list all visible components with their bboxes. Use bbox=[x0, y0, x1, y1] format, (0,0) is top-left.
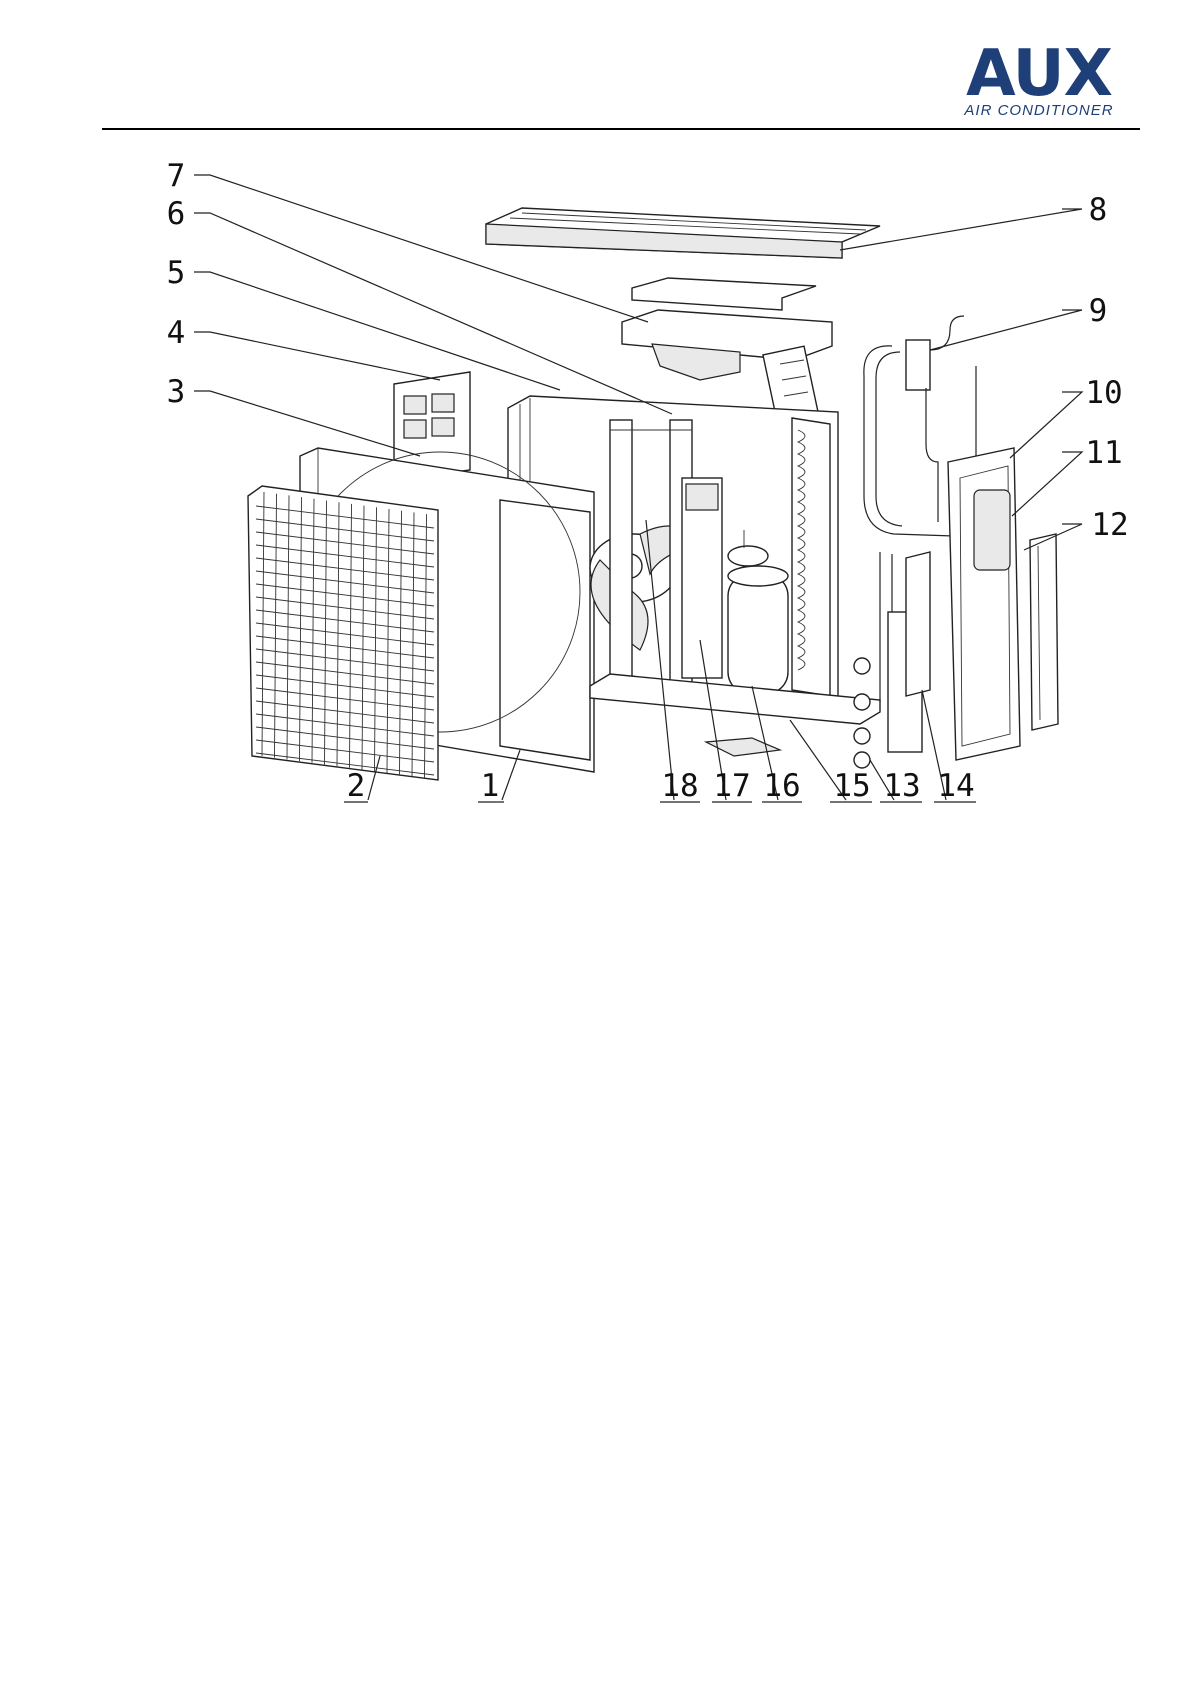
valve-plate-drawing bbox=[906, 552, 930, 696]
callout-2: 2 bbox=[347, 768, 366, 804]
right-side-panel-drawing bbox=[948, 448, 1020, 760]
callout-4: 4 bbox=[167, 315, 186, 351]
rear-grille-drawing bbox=[1030, 534, 1058, 730]
coil-drawing bbox=[792, 418, 830, 696]
callout-13: 13 bbox=[883, 768, 920, 804]
callout-1: 1 bbox=[481, 768, 500, 804]
callout-11: 11 bbox=[1085, 435, 1122, 471]
callout-16: 16 bbox=[763, 768, 800, 804]
callout-10: 10 bbox=[1085, 375, 1122, 411]
callout-17: 17 bbox=[713, 768, 750, 804]
callout-3: 3 bbox=[167, 374, 186, 410]
callout-12: 12 bbox=[1091, 507, 1128, 543]
callout-5: 5 bbox=[167, 255, 186, 291]
callout-18: 18 bbox=[661, 768, 698, 804]
callout-14: 14 bbox=[937, 768, 974, 804]
electric-box-cover-drawing bbox=[632, 278, 816, 310]
callout-6: 6 bbox=[167, 196, 186, 232]
callout-8: 8 bbox=[1089, 192, 1108, 228]
callout-15: 15 bbox=[833, 768, 870, 804]
front-grille-drawing bbox=[248, 486, 438, 780]
reactor-drawing bbox=[682, 478, 722, 678]
top-cover-drawing bbox=[486, 208, 880, 258]
callout-7: 7 bbox=[167, 158, 186, 194]
callout-9: 9 bbox=[1089, 293, 1108, 329]
